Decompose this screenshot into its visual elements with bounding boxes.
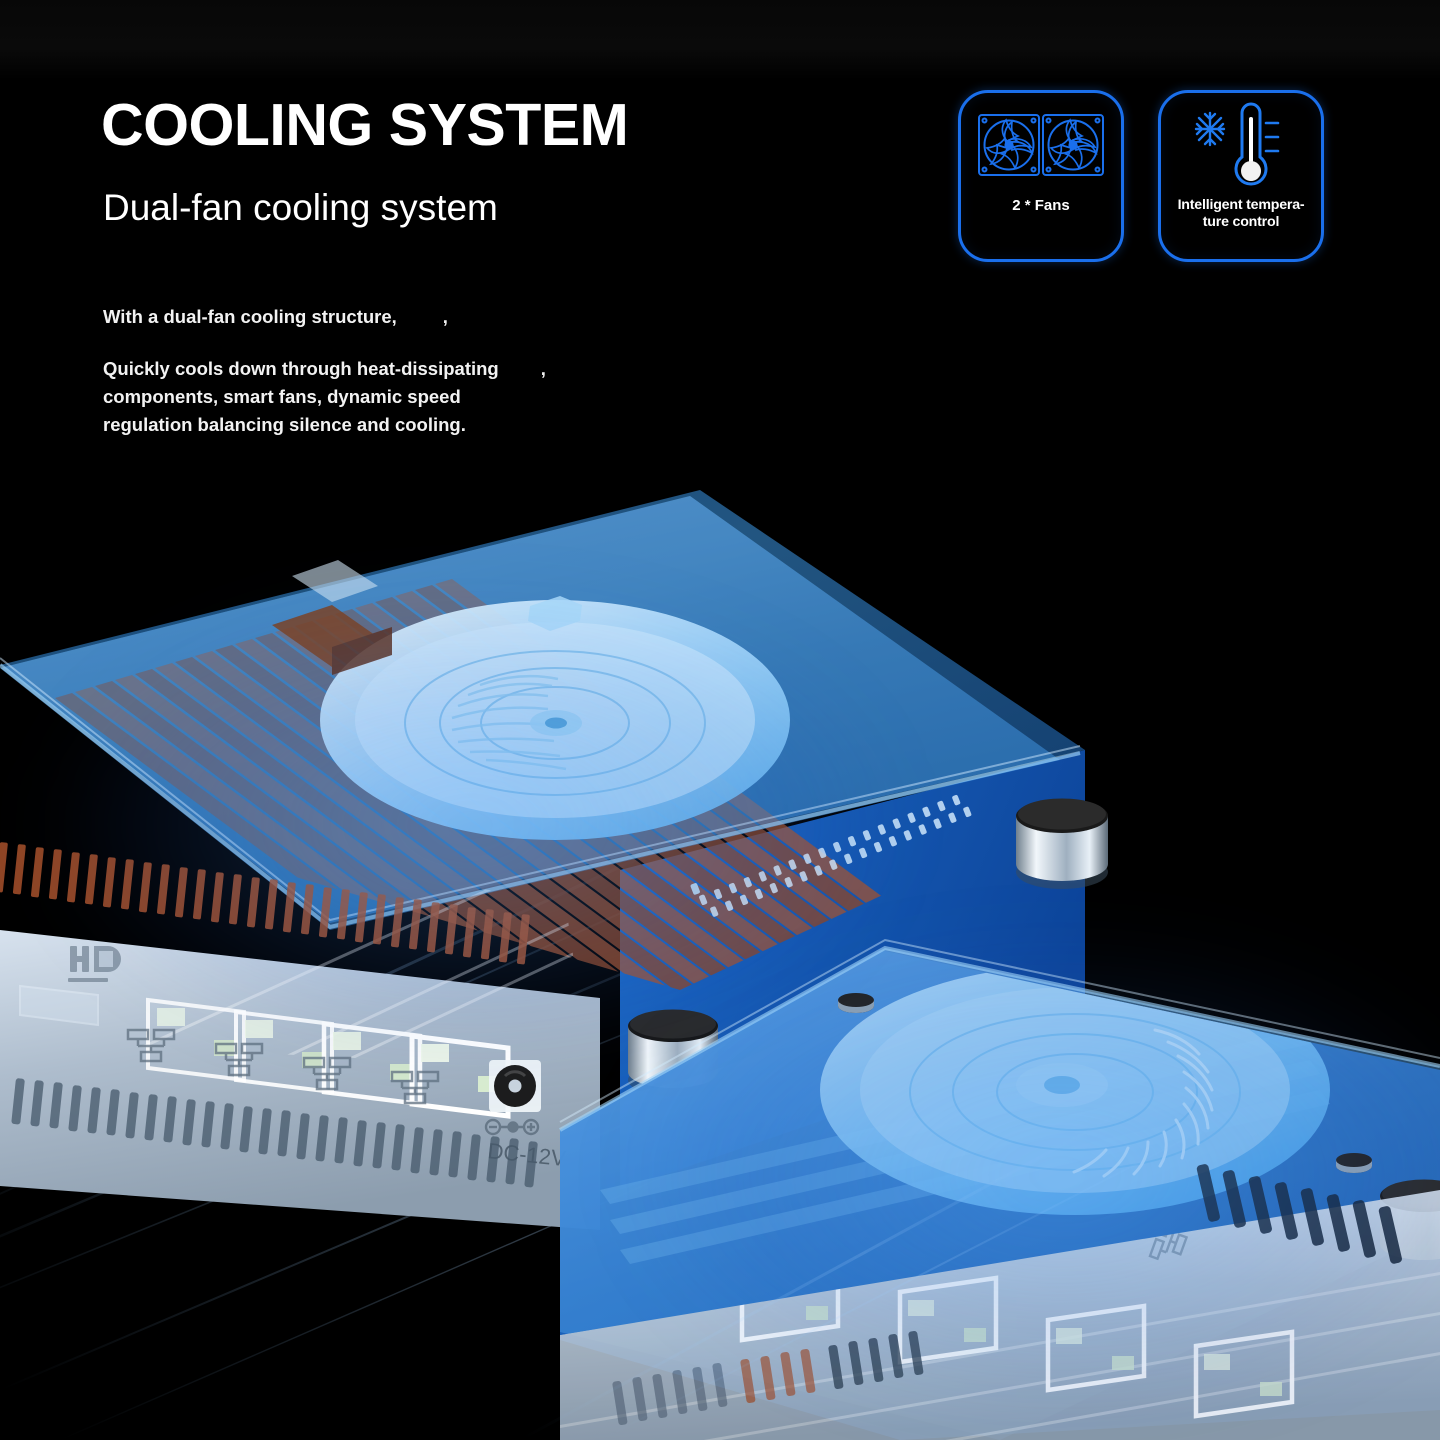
dual-fan-icon — [961, 93, 1121, 197]
port-icon-usb — [1257, 753, 1311, 791]
upper-unit-fan — [320, 596, 790, 840]
para2-line-3: regulation balancing silence and cooling… — [103, 413, 466, 435]
lower-port-lan-tabs — [750, 1278, 1282, 1396]
upper-unit-rim — [0, 663, 1081, 930]
dc-polarity-symbol — [484, 1118, 540, 1136]
body-paragraph-1: With a dual-fan cooling structure,, — [103, 305, 448, 330]
body-paragraph-2: Quickly cools down through heat-dissipat… — [103, 355, 723, 438]
upper-unit-foot-right — [1016, 798, 1108, 889]
upper-unit-side-fins — [0, 842, 530, 965]
top-band — [0, 0, 1440, 80]
badge-temperature-control[interactable]: Intelligent tempera- ture control — [1158, 90, 1324, 262]
thermometer-snowflake-icon — [1161, 93, 1321, 197]
port-label-hdmi — [68, 946, 121, 982]
upper-unit-io-panel: DC-12V — [0, 828, 600, 1230]
feature-badges: 2 * Fans — [958, 90, 1324, 262]
port-dc-jack — [489, 1060, 541, 1112]
lower-unit: DC-12V — [559, 730, 1440, 1440]
page-subtitle: Dual-fan cooling system — [103, 187, 498, 228]
badge-temperature-control-label: Intelligent tempera- ture control — [1177, 197, 1305, 230]
lower-unit-vent-slots-copper — [740, 1349, 816, 1404]
page-title: COOLING SYSTEM — [101, 92, 629, 158]
mini-pc-xray-illustration: DC-12V — [0, 490, 1440, 1440]
lower-unit-top-vents — [1196, 1164, 1402, 1264]
port-hdmi — [19, 984, 99, 1027]
lower-unit-vent-slots-dark — [828, 1331, 924, 1390]
para2-mark: , — [540, 358, 546, 379]
lower-unit-foot-right-small — [1336, 1153, 1372, 1173]
upper-unit: DC-12V — [0, 490, 1108, 1230]
lower-unit-rim — [559, 945, 1440, 1132]
para2-line-1-wrap: Quickly cools down through heat-dissipat… — [103, 355, 723, 383]
port-icon-displayport — [1158, 730, 1198, 764]
foreground-streaks — [519, 1068, 1281, 1440]
para2-line-2: components, smart fans, dynamic speed — [103, 385, 461, 407]
upper-unit-vent-slots — [11, 1078, 538, 1188]
lower-unit-foot-mid — [838, 993, 874, 1013]
para2-line-1: Quickly cools down through heat-dissipat… — [103, 358, 499, 379]
upper-unit-chip-block — [272, 560, 392, 675]
lower-unit-fan — [820, 950, 1330, 1215]
badge-dual-fans-label: 2 * Fans — [1012, 197, 1070, 214]
product-scene: DC-12V — [0, 430, 1440, 1440]
para1-text: With a dual-fan cooling structure, — [103, 306, 397, 327]
port-icons-lan — [126, 1028, 440, 1105]
upper-unit-pin-header — [690, 794, 972, 917]
para1-mark: , — [442, 306, 448, 327]
badge-dual-fans[interactable]: 2 * Fans — [958, 90, 1124, 262]
